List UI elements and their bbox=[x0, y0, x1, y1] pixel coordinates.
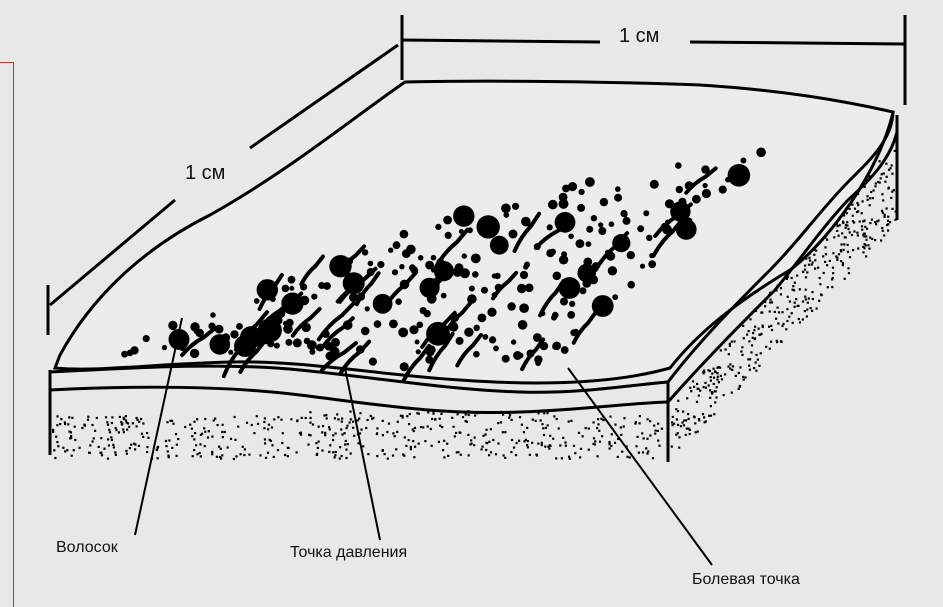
label-hair: Волосок bbox=[56, 540, 118, 556]
leader-pain-point bbox=[568, 368, 712, 565]
label-pressure-point: Точка давления bbox=[290, 545, 407, 561]
dim-top-line-left bbox=[402, 40, 600, 42]
label-pain-point: Болевая точка bbox=[692, 572, 800, 588]
dimension-label-top: 1 см bbox=[615, 26, 663, 46]
dimension-label-left: 1 см bbox=[182, 163, 228, 183]
dim-top-line-right bbox=[690, 42, 905, 44]
